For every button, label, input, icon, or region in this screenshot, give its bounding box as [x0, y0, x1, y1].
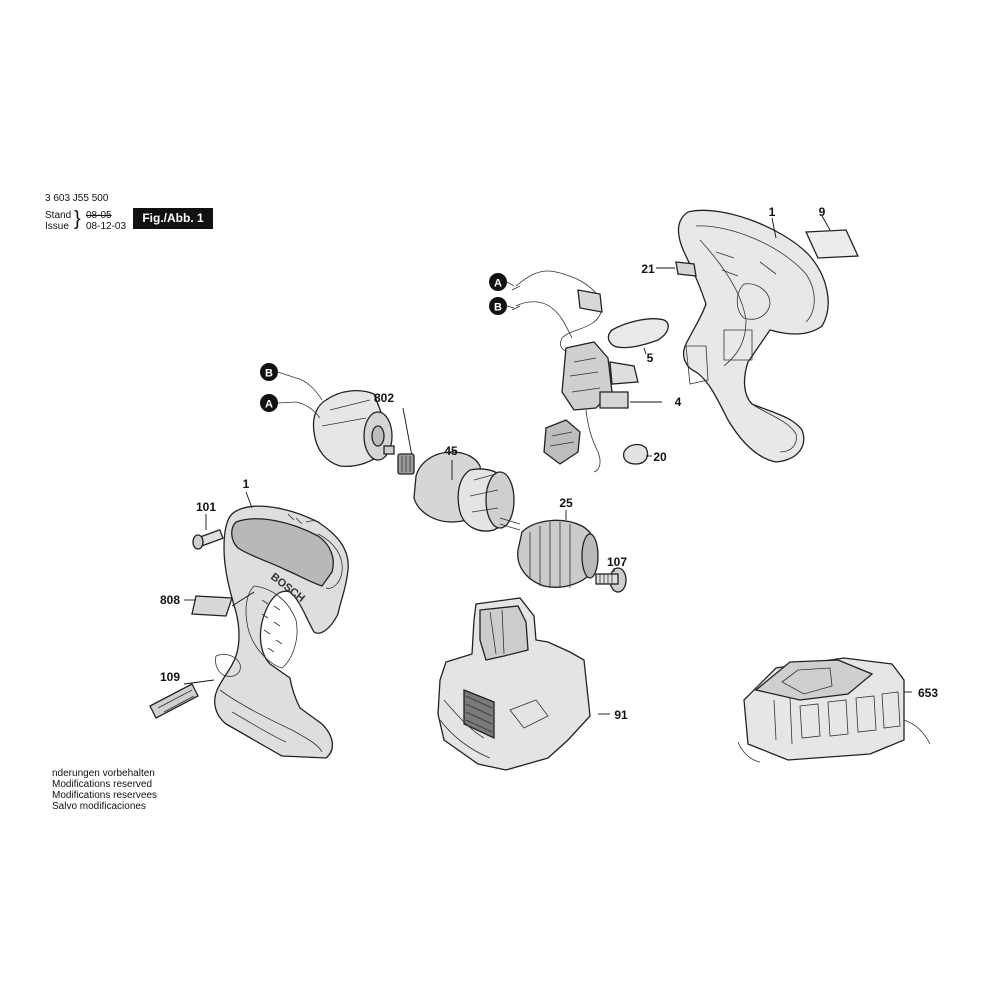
connector-a-top: A [489, 273, 507, 291]
callout-802: 802 [374, 391, 394, 405]
callout-9: 9 [819, 205, 826, 219]
callout-45: 45 [444, 444, 458, 458]
issue-value: 08-12-03 [86, 221, 127, 232]
direction-lever [543, 419, 581, 465]
callout-109: 109 [160, 670, 180, 684]
callout-4: 4 [675, 395, 682, 409]
part-91-battery [437, 597, 610, 771]
connector-a-motor: A [260, 394, 278, 412]
part-802-motor [295, 377, 413, 468]
callout-653: 653 [918, 686, 938, 700]
callout-101: 101 [196, 500, 216, 514]
callout-5: 5 [647, 351, 654, 365]
part-9-label-pad [805, 215, 859, 259]
footer-note-es: Salvo modificaciones [52, 801, 146, 812]
footer-note-en: Modifications reserved [52, 779, 153, 790]
svg-text:B: B [265, 368, 273, 380]
part-4-switch [561, 341, 662, 473]
part-25-chuck [517, 510, 599, 588]
part-21-clip [656, 261, 697, 277]
part-101-screw [192, 514, 224, 550]
footer-note-de: nderungen vorbehalten [52, 768, 155, 779]
issue-label: Issue [45, 221, 69, 232]
svg-text:B: B [494, 302, 502, 314]
stand-value: 08-05 [86, 210, 112, 221]
wire-harness-top [511, 270, 603, 353]
callout-20: 20 [653, 450, 667, 464]
footer-note-fr: Modifications reservees [52, 790, 158, 801]
housing-half-front: BOSCH [214, 505, 349, 759]
part-107-screw [595, 567, 627, 593]
part-number: 3 603 J55 500 [45, 193, 109, 204]
figure-label: Fig./Abb. 1 [133, 208, 213, 229]
callout-91: 91 [614, 708, 628, 722]
housing-half-rear [677, 209, 829, 463]
brace-icon: } [74, 208, 81, 230]
callout-808: 808 [160, 593, 180, 607]
pinion-gear [397, 453, 415, 475]
connector-b-top: B [489, 297, 507, 315]
callout-1-left: 1 [243, 477, 250, 491]
stand-label: Stand [45, 210, 72, 221]
part-109-bit [149, 679, 215, 719]
part-5-cover [607, 318, 669, 355]
callout-1-top: 1 [769, 205, 776, 219]
svg-text:A: A [265, 399, 273, 411]
callout-21: 21 [641, 262, 655, 276]
part-808-label [184, 591, 255, 617]
callout-25: 25 [559, 496, 573, 510]
part-45-gearbox [413, 451, 521, 532]
callout-107: 107 [607, 555, 627, 569]
part-20-cap [622, 443, 652, 465]
part-653-charger [737, 657, 931, 763]
connector-b-motor: B [260, 363, 278, 381]
svg-text:A: A [494, 278, 502, 290]
